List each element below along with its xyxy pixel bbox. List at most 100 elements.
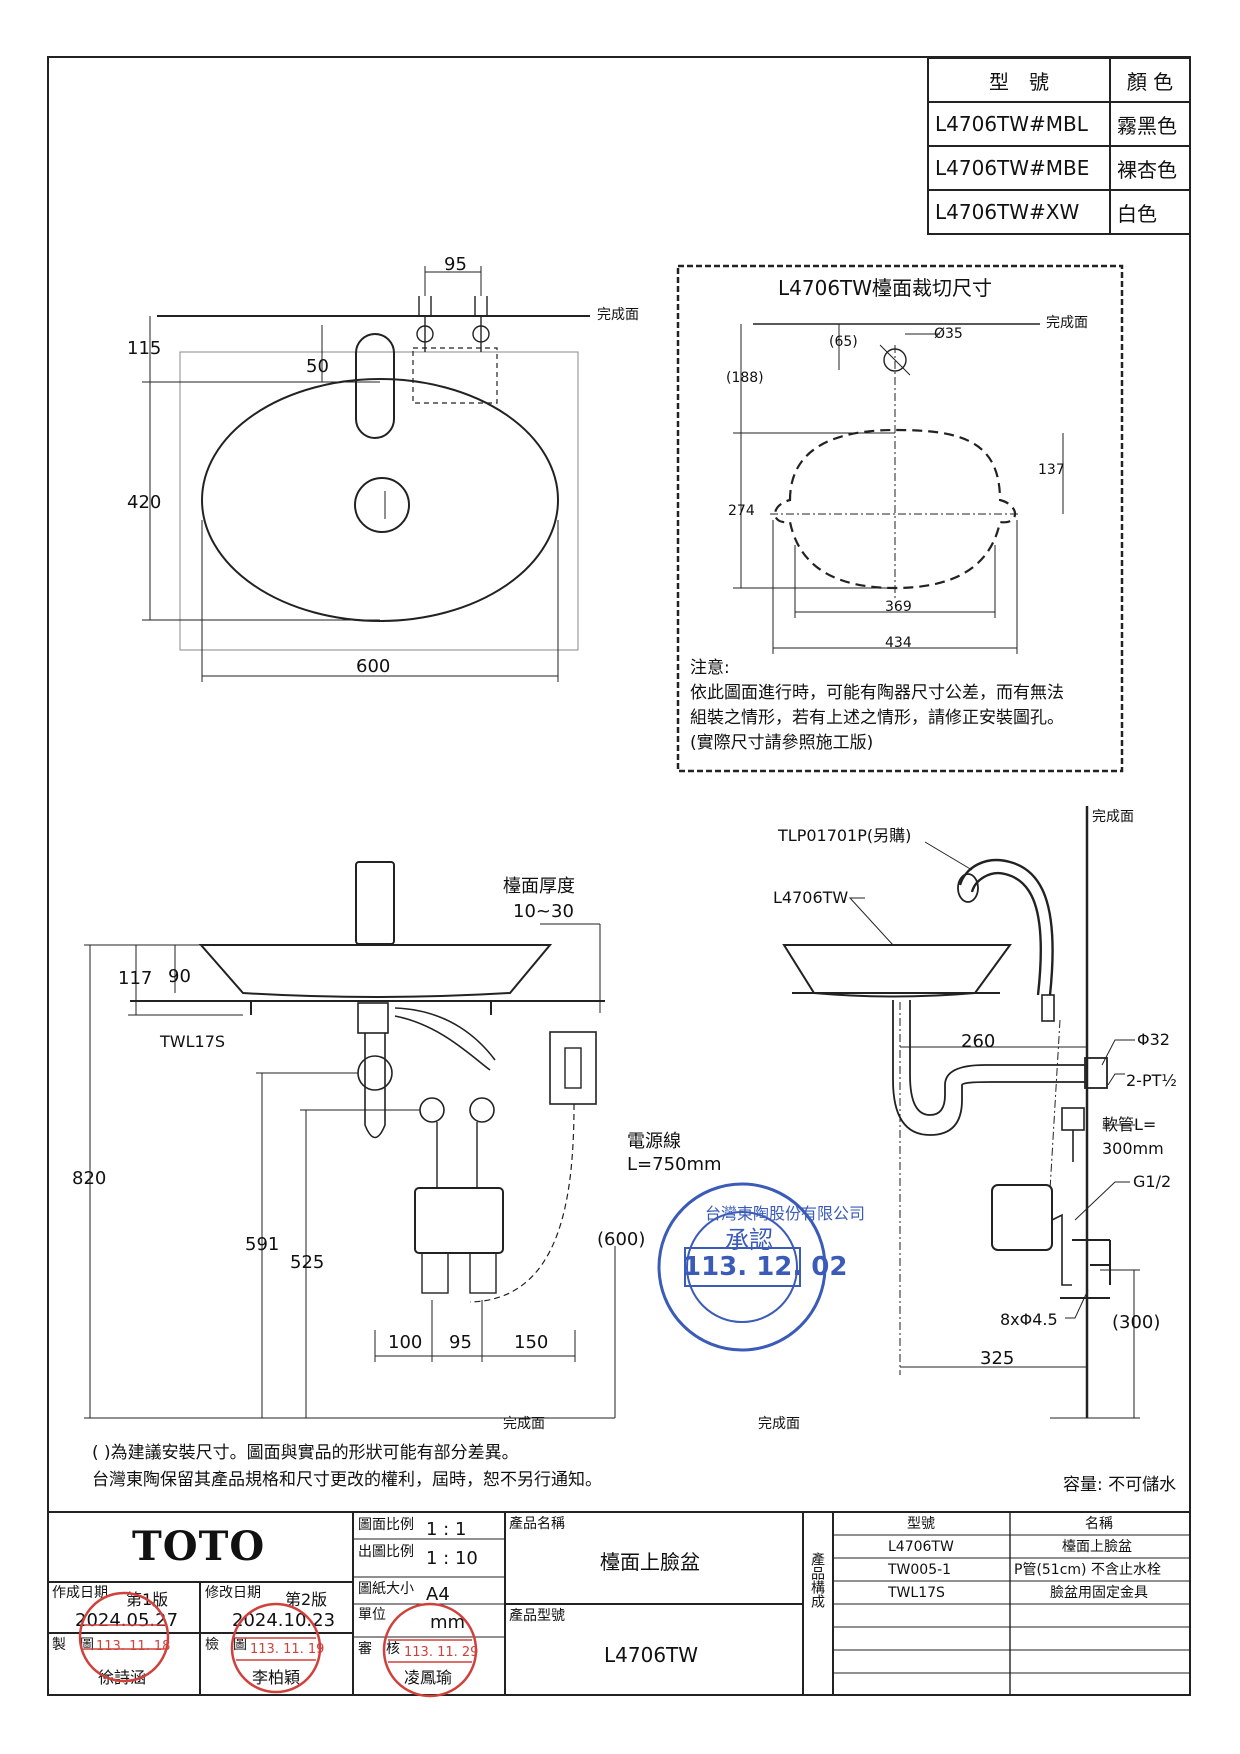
- unit-value: mm: [430, 1612, 466, 1633]
- dim-188: (188): [726, 370, 764, 386]
- color-cell: 霧黑色: [1109, 101, 1191, 147]
- counter-thickness-label: 檯面厚度: [503, 876, 575, 897]
- dim-117: 117: [118, 968, 153, 989]
- side-model-label: L4706TW: [773, 888, 849, 907]
- dim-369: 369: [885, 599, 912, 615]
- cutout-title: L4706TW檯面裁切尺寸: [778, 276, 993, 300]
- dim-300-paren: (300): [1112, 1312, 1161, 1333]
- note-line-1: ( )為建議安裝尺寸。圖面與實品的形狀可能有部分差異。: [92, 1443, 519, 1463]
- check-stamp: [230, 1602, 322, 1694]
- paper-value: A4: [426, 1584, 450, 1605]
- made-name: 徐詩涵: [98, 1668, 147, 1687]
- review-stamp-date: 113. 11. 29: [404, 1645, 479, 1660]
- capacity-label: 容量: 不可儲水: [1063, 1475, 1177, 1495]
- color-cell: 裸杏色: [1109, 145, 1191, 191]
- print-scale-label: 出圖比例: [358, 1544, 414, 1560]
- hose-label: 軟管L=: [1102, 1115, 1157, 1134]
- review-label: 審 核: [358, 1641, 400, 1657]
- dim-591: 591: [245, 1234, 280, 1255]
- pt-label: 2-PT½: [1126, 1071, 1177, 1090]
- top-view: [142, 266, 590, 682]
- dim-600-paren: (600): [597, 1229, 646, 1250]
- valve-right: [472, 296, 490, 352]
- note-line-2: 台灣東陶保留其產品規格和尺寸更改的權利，屆時，恕不另行通知。: [92, 1470, 602, 1490]
- phi32-label: Φ32: [1137, 1030, 1170, 1049]
- model-cell: L4706TW#MBL: [926, 101, 1112, 147]
- note-line: 組裝之情形，若有上述之情形，請修正安裝圖孔。: [690, 708, 1064, 728]
- comp-model: TW005-1: [888, 1562, 952, 1578]
- front-finish-surface: 完成面: [503, 1416, 545, 1432]
- dim-420: 420: [127, 492, 162, 513]
- approval-stamp: [657, 1182, 827, 1352]
- tlp-label: TLP01701P(另購): [778, 826, 912, 845]
- dim-95: 95: [444, 254, 467, 275]
- cutout-note: 注意: 依此圖面進行時，可能有陶器尺寸公差，而有無法 組裝之情形，若有上述之情形…: [690, 656, 1064, 756]
- dim-65: (65): [829, 334, 858, 350]
- title-block-grid: [47, 1511, 1191, 1696]
- dim-137: 137: [1038, 462, 1065, 478]
- dim-325: 325: [980, 1348, 1015, 1369]
- dim-115: 115: [127, 338, 162, 359]
- check-label: 檢 圖: [205, 1637, 247, 1653]
- comp-name: 臉盆用固定金具: [1050, 1585, 1148, 1601]
- created-label: 作成日期: [52, 1585, 108, 1601]
- scale-value: 1 : 1: [426, 1519, 467, 1540]
- revised-label: 修改日期: [205, 1585, 261, 1601]
- comp-header-model: 型號: [907, 1516, 935, 1532]
- dim-150: 150: [514, 1332, 549, 1353]
- drawing-frame: [47, 56, 1191, 1696]
- dim-90: 90: [168, 966, 191, 987]
- comp-model: L4706TW: [888, 1539, 954, 1555]
- counter-thickness-range: 10~30: [513, 901, 574, 922]
- product-name: 檯面上臉盆: [600, 1550, 700, 1574]
- check-name: 李柏穎: [252, 1668, 301, 1687]
- approval-word: 承認: [725, 1226, 773, 1254]
- review-stamp: [382, 1602, 478, 1698]
- cutout-finish-surface: 完成面: [1046, 315, 1088, 331]
- revised-date: 2024.10.23: [232, 1610, 336, 1631]
- dim-95-front: 95: [449, 1332, 472, 1353]
- power-cord-length: L=750mm: [627, 1154, 722, 1175]
- comp-header-name: 名稱: [1085, 1516, 1113, 1532]
- comp-model: TWL17S: [888, 1585, 945, 1601]
- dim-100: 100: [388, 1332, 423, 1353]
- side-finish-surface-bottom: 完成面: [758, 1416, 800, 1432]
- brand-logo: TOTO: [132, 1523, 266, 1570]
- hose-length: 300mm: [1102, 1139, 1164, 1158]
- paper-label: 圖紙大小: [358, 1581, 414, 1597]
- twl17s-label: TWL17S: [160, 1032, 226, 1051]
- g12-label: G1/2: [1133, 1172, 1172, 1191]
- header-color: 顏 色: [1109, 57, 1191, 103]
- holes-label: 8xΦ4.5: [1000, 1310, 1058, 1329]
- dim-820: 820: [72, 1168, 107, 1189]
- header-model: 型 號: [926, 57, 1112, 103]
- note-title: 注意:: [690, 658, 730, 678]
- revised-version: 第2版: [285, 1590, 328, 1609]
- made-stamp: [78, 1591, 170, 1683]
- note-line: (實際尺寸請參照施工版): [690, 733, 874, 753]
- side-finish-surface-top: 完成面: [1092, 809, 1134, 825]
- dim-260: 260: [961, 1031, 996, 1052]
- valve-left: [416, 296, 434, 352]
- color-cell: 白色: [1109, 189, 1191, 235]
- finish-surface-label: 完成面: [597, 307, 639, 323]
- dim-434: 434: [885, 635, 912, 651]
- product-name-label: 產品名稱: [509, 1516, 565, 1532]
- product-model: L4706TW: [604, 1643, 699, 1667]
- comp-name: 檯面上臉盆: [1062, 1539, 1132, 1555]
- approval-date: 113. 12. 02: [683, 1252, 848, 1282]
- made-stamp-date: 113. 11. 18: [96, 1639, 171, 1654]
- product-model-label: 產品型號: [509, 1608, 565, 1624]
- dim-600: 600: [356, 656, 391, 677]
- scale-label: 圖面比例: [358, 1517, 414, 1533]
- review-name: 凌鳳瑜: [404, 1668, 453, 1687]
- dim-525: 525: [290, 1252, 325, 1273]
- comp-name: P管(51cm) 不含止水栓: [1014, 1562, 1161, 1578]
- model-cell: L4706TW#MBE: [926, 145, 1112, 191]
- composition-label: 產品構成: [809, 1552, 825, 1608]
- front-view: [84, 861, 616, 1419]
- dim-274: 274: [728, 503, 755, 519]
- cutout-box: [676, 264, 1124, 773]
